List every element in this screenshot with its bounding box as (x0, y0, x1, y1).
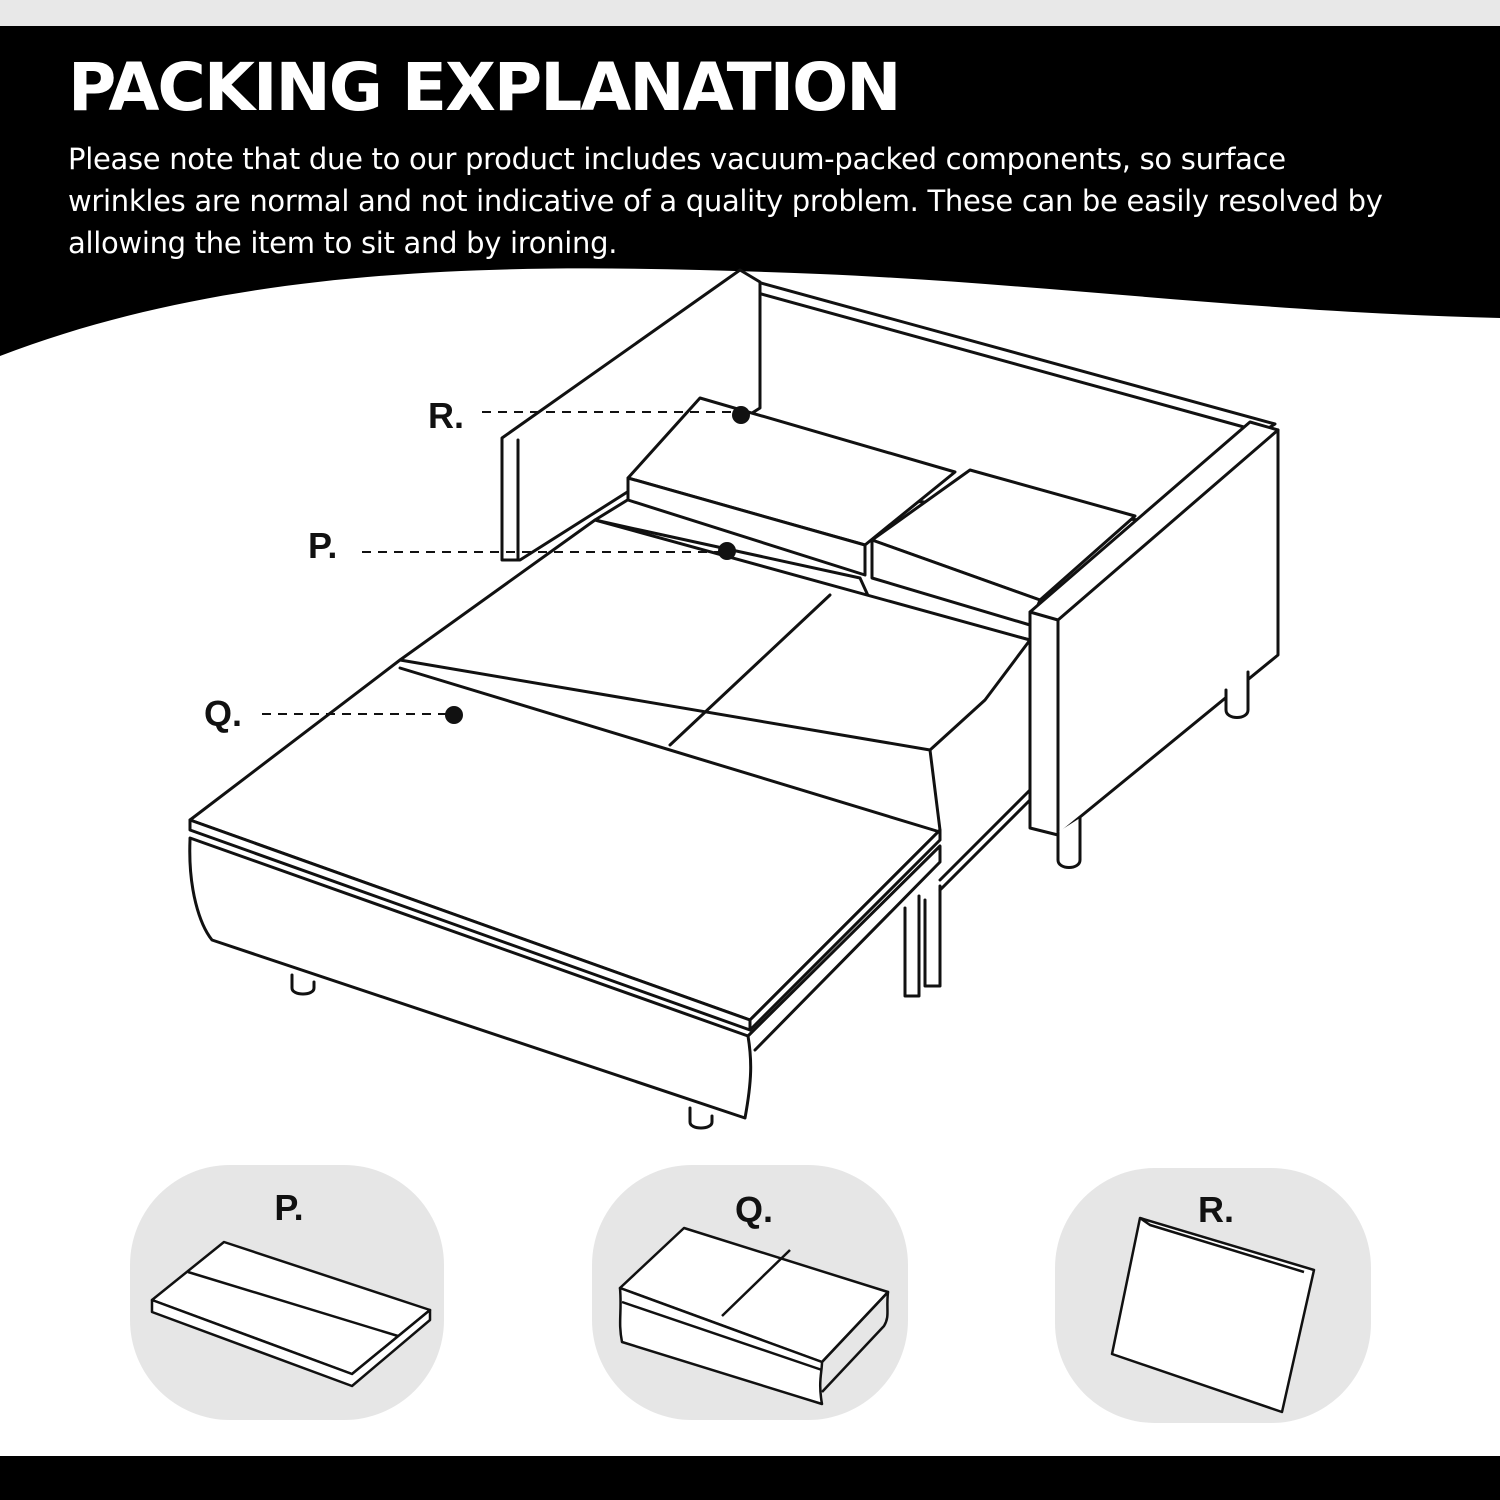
callout-dot-p (718, 542, 736, 560)
bottom-bar (0, 1456, 1500, 1500)
header-background (0, 26, 1500, 356)
bed-leg-left (290, 973, 316, 996)
bed-drawer-front (188, 836, 753, 1120)
component-label-r: R. (1198, 1189, 1234, 1230)
component-q-illustration (618, 1226, 890, 1406)
bed-frame-leg-1 (903, 894, 921, 998)
callout-label-q: Q. (204, 693, 243, 734)
callout-label-p: P. (308, 525, 338, 566)
mattress-side-right (748, 828, 942, 1032)
sofa-leg-right-front (1056, 816, 1082, 869)
mattress-seam-front (398, 666, 942, 834)
packing-note: Please note that due to our product incl… (68, 142, 1383, 260)
component-label-p: P. (274, 1187, 304, 1228)
sofa-left-arm (500, 268, 762, 562)
bed-drawer-rail (746, 844, 942, 1052)
callout-leaders (262, 411, 740, 715)
mattress-seam-middle (668, 593, 832, 747)
top-strip (0, 0, 1500, 26)
sofa-right-arm (1028, 420, 1280, 837)
callout-dot-r (732, 406, 750, 424)
sofa-leg-right-back (1224, 670, 1250, 719)
page-title: PACKING EXPLANATION (68, 49, 902, 126)
component-p-illustration (150, 1240, 432, 1388)
bed-leg-right (688, 1106, 714, 1130)
callout-label-r: R. (428, 395, 464, 436)
component-r-illustration (1110, 1216, 1316, 1414)
bed-frame-leg-2 (923, 884, 942, 988)
sofa-right-arm-top (1056, 428, 1280, 622)
sofa-backrest (748, 278, 1277, 434)
bed-frame-rail (938, 788, 1032, 892)
back-cushion-left-edge (626, 476, 867, 577)
sofa-bed-illustration (188, 268, 1280, 1130)
callout-dot-q (445, 706, 463, 724)
callout-dots (445, 406, 750, 724)
component-label-q: Q. (734, 1189, 773, 1230)
